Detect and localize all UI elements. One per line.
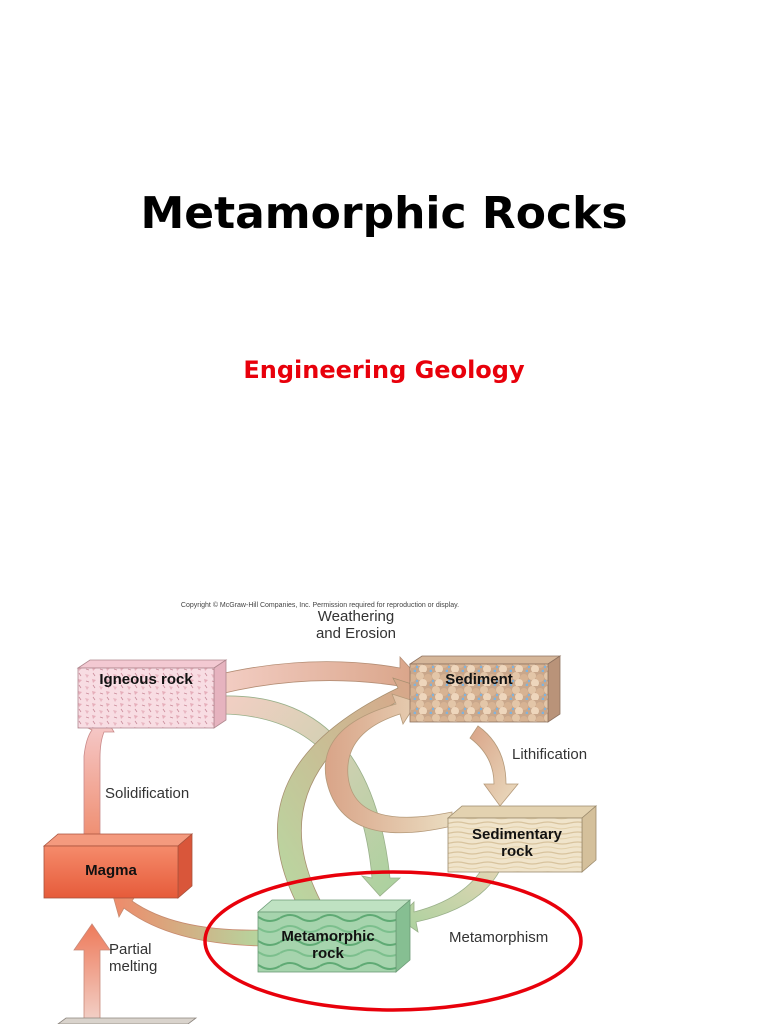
- igneous-to-metamorphic-arrow: [221, 695, 402, 897]
- weathering-label: Weathering and Erosion: [315, 608, 397, 642]
- metamorphic-rock-box: [256, 899, 412, 973]
- solidification-arrow: [83, 711, 115, 837]
- partial-melting-label: Partial melting: [109, 941, 158, 975]
- sediment-box: [408, 655, 562, 723]
- metamorphic-rock-label: Metamorphic rock: [281, 928, 375, 962]
- sedimentary-rock-box: [446, 805, 598, 873]
- metamorphism-label: Metamorphism: [449, 929, 549, 946]
- igneous-rock-box: [76, 659, 228, 729]
- slide-title: Metamorphic Rocks: [140, 188, 628, 239]
- magma-label: Magma: [85, 862, 137, 879]
- highlight-ellipse: [203, 870, 583, 1012]
- sedimentary-to-sediment-arrow: [324, 693, 453, 834]
- lithification-arrow: [469, 725, 519, 807]
- magma-box: [42, 833, 194, 899]
- weathering-arrow: [211, 655, 421, 698]
- sedimentary-rock-label: Sedimentary rock: [471, 826, 563, 860]
- rock-cycle-diagram: [42, 655, 598, 1024]
- lower-block: [57, 1017, 198, 1024]
- lithification-label: Lithification: [512, 746, 588, 763]
- igneous-rock-label: Igneous rock: [99, 671, 193, 688]
- solidification-label: Solidification: [105, 785, 190, 802]
- sediment-label: Sediment: [445, 671, 513, 688]
- partial-melting-arrow: [73, 923, 111, 1024]
- slide-subtitle: Engineering Geology: [243, 356, 525, 384]
- copyright-notice: Copyright © McGraw-Hill Companies, Inc. …: [180, 602, 460, 609]
